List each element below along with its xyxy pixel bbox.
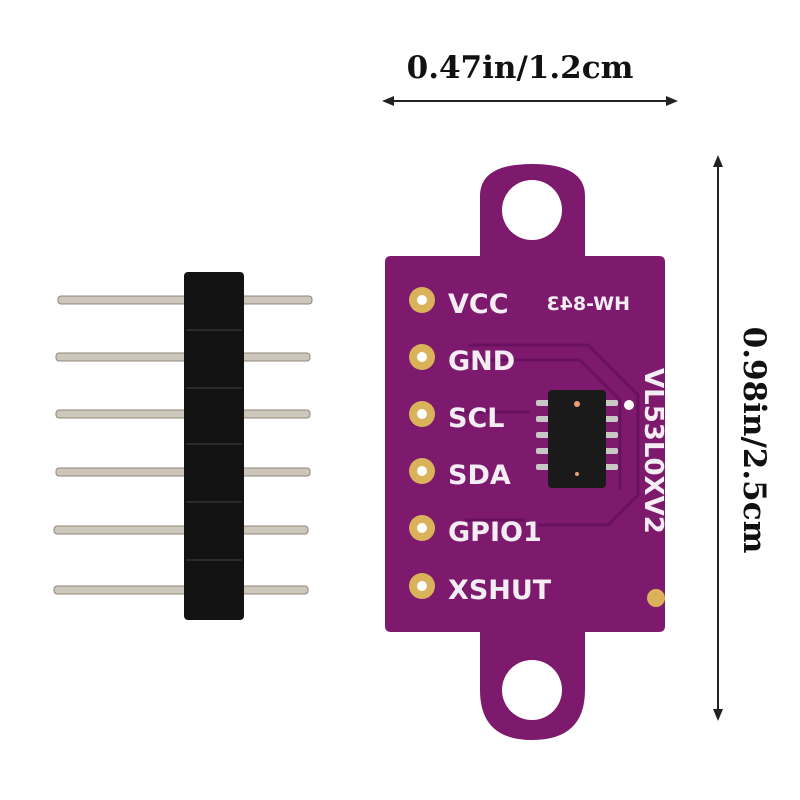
pin-header <box>53 272 313 620</box>
pin-label-gpio1: GPIO1 <box>448 517 542 548</box>
pin-label-vcc: VCC <box>448 289 509 320</box>
height-dimension: 0.98in/2.5cm <box>713 155 772 721</box>
mounting-hole-top <box>502 180 562 240</box>
pcb <box>385 164 665 740</box>
header-plastic <box>184 272 244 620</box>
model-code: HW-843 <box>546 293 630 315</box>
mounting-hole-bottom <box>502 660 562 720</box>
pin-label-scl: SCL <box>448 403 504 434</box>
pin-label-gnd: GND <box>448 346 515 377</box>
height-label: 0.98in/2.5cm <box>736 327 772 554</box>
sensor-board: VCC GND SCL SDA GPIO1 XSHUT HW-843 VL53L… <box>385 164 668 740</box>
pin-label-sda: SDA <box>448 460 511 491</box>
chip-name: VL53L0XV2 <box>638 368 668 534</box>
width-dimension: 0.47in/1.2cm <box>382 50 678 106</box>
pin-label-xshut: XSHUT <box>448 575 552 606</box>
sensor-chip <box>536 390 634 488</box>
width-label: 0.47in/1.2cm <box>407 50 634 86</box>
test-pad <box>647 589 665 607</box>
